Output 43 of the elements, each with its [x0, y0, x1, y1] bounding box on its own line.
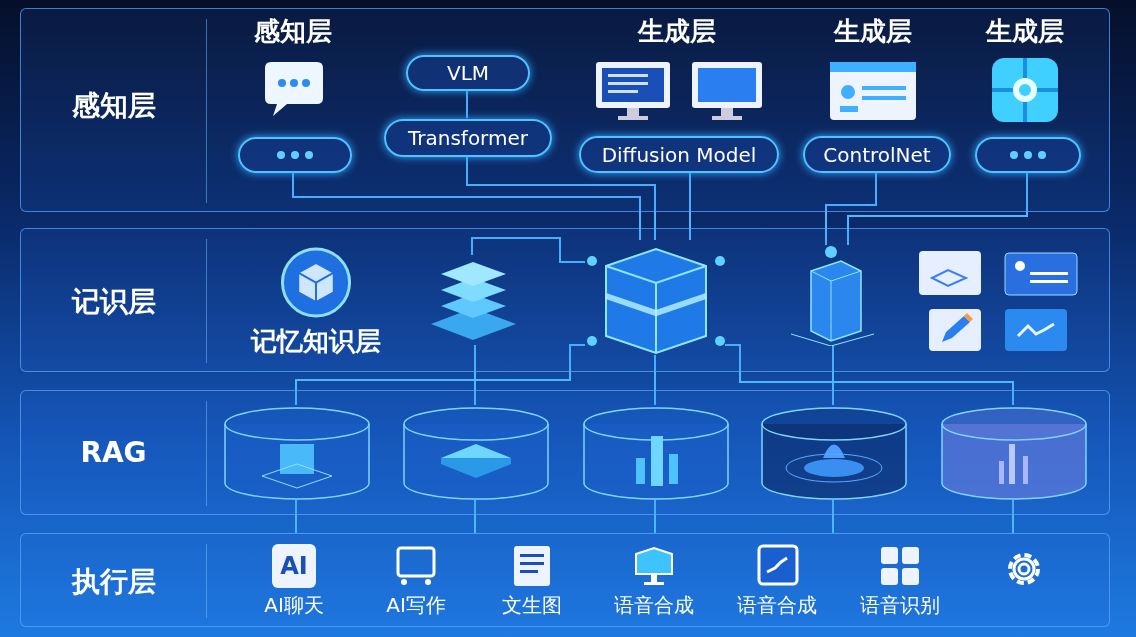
group-heading: 生成层 — [638, 15, 716, 48]
feature-label: 语音识别 — [860, 592, 940, 619]
connector-line — [466, 155, 656, 241]
connector-line — [295, 344, 586, 406]
ai-badge-icon: AI — [272, 544, 316, 588]
connector-line — [847, 171, 1028, 246]
connector-line — [724, 344, 1014, 406]
layer-title: 感知层 — [70, 88, 157, 124]
connector-line — [832, 344, 834, 406]
connector-line — [474, 344, 476, 406]
connector-line — [295, 499, 297, 534]
connector-line — [292, 171, 641, 241]
feature-label: AI聊天 — [264, 592, 324, 619]
model-tag: Diffusion Model — [579, 136, 779, 173]
connector-line — [474, 499, 476, 534]
tag-pill — [238, 137, 352, 173]
layer-panel — [20, 8, 1110, 212]
feature-label: 文生图 — [502, 592, 562, 619]
feature-label: 语音合成 — [614, 592, 694, 619]
layer-title: 执行层 — [70, 564, 157, 600]
connector-line — [654, 499, 656, 534]
model-tag: ControlNet — [803, 136, 951, 173]
feature-label: 语音合成 — [737, 592, 817, 619]
layer-title: RAG — [79, 435, 148, 469]
connector-line — [1012, 499, 1014, 534]
group-heading: 生成层 — [986, 15, 1064, 48]
connector-line — [689, 171, 691, 241]
connector-line — [466, 89, 468, 119]
model-tag: Transformer — [384, 119, 552, 157]
feature-label: AI写作 — [386, 592, 446, 619]
connector-line — [654, 354, 656, 406]
tag-pill — [975, 137, 1081, 173]
group-heading: 生成层 — [834, 15, 912, 48]
layer-title: 记识层 — [70, 284, 157, 320]
layer-panel — [20, 228, 1110, 372]
connector-line — [832, 499, 834, 534]
group-heading: 感知层 — [254, 15, 332, 48]
layer-panel — [20, 390, 1110, 515]
layer-panel — [20, 533, 1110, 627]
layer-label: 记忆知识层 — [251, 325, 381, 358]
connector-line — [471, 237, 586, 263]
connector-line — [825, 171, 877, 246]
model-tag: VLM — [406, 55, 530, 91]
